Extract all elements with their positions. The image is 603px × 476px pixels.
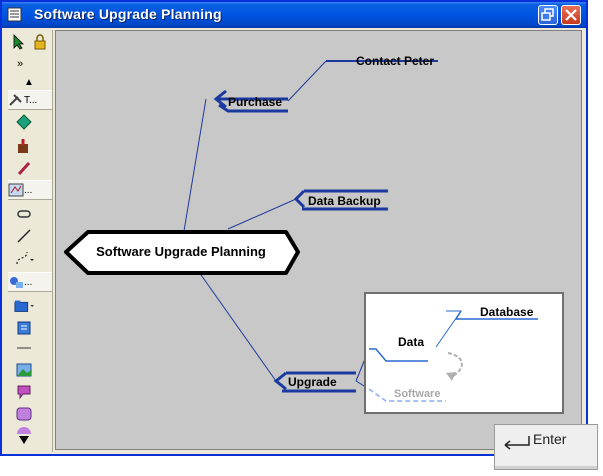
connector-backup	[227, 198, 297, 230]
topic-data-backup[interactable]: Data Backup	[293, 189, 388, 211]
folder-icon[interactable]	[14, 296, 34, 316]
pen-icon[interactable]	[14, 158, 34, 178]
topic-upgrade[interactable]: Upgrade	[273, 371, 356, 393]
central-topic[interactable]: Software Upgrade Planning	[64, 230, 300, 275]
close-button[interactable]	[561, 5, 581, 25]
tool-group-label-1: T...	[24, 94, 38, 106]
tool-group-header-2[interactable]: ...	[8, 180, 52, 200]
tools-icon	[9, 94, 22, 106]
paint-bucket-icon[interactable]	[14, 136, 34, 156]
topic-backup-label: Data Backup	[308, 194, 381, 208]
subtopic-preview-panel: Data Database Software	[364, 292, 564, 414]
mindmap-drawing: Software Upgrade Planning Purchase Conta…	[64, 54, 564, 414]
expand-chevron-icon[interactable]: »	[16, 58, 24, 70]
select-arrow-icon[interactable]	[9, 32, 29, 52]
title-bar[interactable]: Software Upgrade Planning	[2, 2, 586, 28]
connector-purchase	[183, 98, 207, 232]
tool-group-header-3[interactable]: ...	[8, 272, 52, 292]
app-icon	[7, 7, 22, 22]
central-topic-label: Software Upgrade Planning	[96, 244, 266, 259]
tool-group-label-3: ...	[24, 276, 33, 288]
scroll-down-icon[interactable]	[14, 426, 34, 446]
map-icon	[8, 183, 24, 197]
divider-line-icon[interactable]	[14, 338, 34, 358]
document-icon[interactable]	[14, 318, 34, 338]
topic-purchase[interactable]: Purchase	[213, 89, 288, 113]
scroll-up-icon[interactable]: ▲	[24, 76, 34, 88]
restore-button[interactable]	[538, 5, 558, 25]
connector-upgrade	[193, 264, 277, 382]
link-icon[interactable]	[14, 204, 34, 224]
callout-icon[interactable]	[14, 382, 34, 402]
close-icon	[565, 9, 577, 21]
rounded-rect-icon[interactable]	[14, 404, 34, 424]
preview-software-label: Software	[394, 388, 440, 400]
topic-contact-peter[interactable]: Contact Peter	[326, 54, 438, 68]
preview-database-label: Database	[480, 305, 534, 319]
window-title: Software Upgrade Planning	[34, 6, 222, 22]
line-tool-icon[interactable]	[14, 226, 34, 246]
enter-key-label: Enter	[533, 431, 567, 447]
image-icon[interactable]	[14, 360, 34, 380]
topic-purchase-label: Purchase	[228, 95, 282, 109]
tool-palette: » ▲ T... ... ...	[6, 30, 53, 452]
topic-contact-label: Contact Peter	[356, 54, 434, 68]
connector-contact	[287, 60, 327, 102]
tool-group-header-1[interactable]: T...	[8, 90, 52, 110]
enter-key[interactable]: Enter	[494, 424, 598, 470]
topic-upgrade-label: Upgrade	[288, 375, 337, 389]
lock-icon[interactable]	[30, 32, 50, 52]
topic-shape-icon[interactable]	[14, 112, 34, 132]
tool-group-label-2: ...	[24, 184, 33, 196]
curve-tool-icon[interactable]	[14, 248, 34, 268]
app-window: Software Upgrade Planning » ▲ T...	[0, 0, 588, 456]
mindmap-canvas[interactable]: Software Upgrade Planning Purchase Conta…	[55, 30, 582, 450]
restore-icon	[541, 8, 554, 21]
shapes-icon	[10, 277, 23, 288]
enter-arrow-icon	[504, 436, 530, 450]
preview-data-label: Data	[398, 335, 424, 349]
